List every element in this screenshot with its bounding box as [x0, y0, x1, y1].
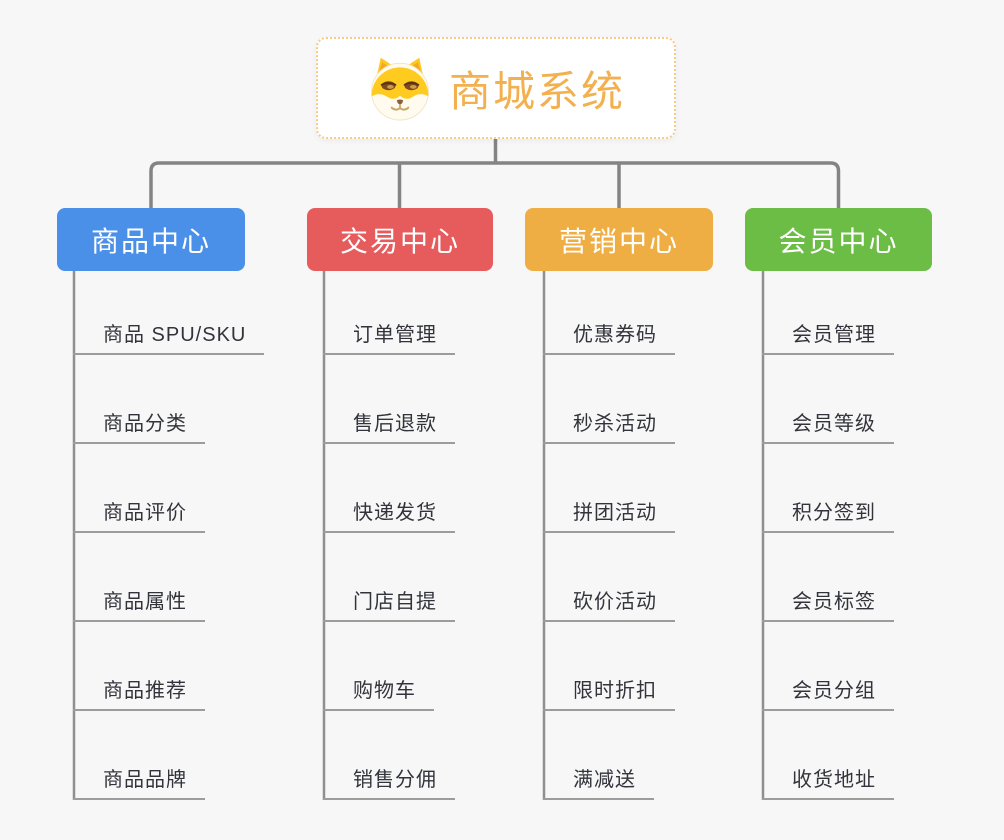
branch-node-product-center[interactable]: 商品中心 [57, 208, 245, 271]
leaf-label: 商品 SPU/SKU [73, 318, 265, 355]
branch-node-marketing-center[interactable]: 营销中心 [525, 208, 713, 271]
branch-node-trade-center[interactable]: 交易中心 [307, 208, 493, 271]
leaf-column-marketing-center: 优惠券码 秒杀活动 拼团活动 砍价活动 限时折扣 满减送 [543, 266, 675, 800]
shiba-dog-icon [371, 57, 429, 121]
leaf-column-trade-center: 订单管理 售后退款 快递发货 门店自提 购物车 销售分佣 [323, 266, 455, 800]
leaf-label: 会员分组 [762, 674, 894, 711]
root-node-mall-system[interactable]: 商城系统 [316, 37, 676, 139]
leaf-label: 满减送 [543, 763, 654, 800]
leaf-node[interactable]: 商品分类 [73, 355, 264, 444]
leaf-node[interactable]: 满减送 [543, 711, 675, 800]
leaf-column-member-center: 会员管理 会员等级 积分签到 会员标签 会员分组 收货地址 [762, 266, 894, 800]
leaf-label: 秒杀活动 [543, 407, 675, 444]
leaf-node[interactable]: 商品品牌 [73, 711, 264, 800]
leaf-node[interactable]: 砍价活动 [543, 533, 675, 622]
leaf-label: 收货地址 [762, 763, 894, 800]
leaf-label: 商品评价 [73, 496, 205, 533]
branch-label: 交易中心 [339, 225, 460, 257]
leaf-node[interactable]: 收货地址 [762, 711, 894, 800]
leaf-column-product-center: 商品 SPU/SKU 商品分类 商品评价 商品属性 商品推荐 商品品牌 [73, 266, 265, 800]
leaf-node[interactable]: 会员管理 [762, 266, 894, 355]
leaf-node[interactable]: 秒杀活动 [543, 355, 675, 444]
leaf-node[interactable]: 订单管理 [323, 266, 455, 355]
leaf-node[interactable]: 优惠券码 [543, 266, 675, 355]
branch-label: 会员中心 [778, 225, 899, 257]
leaf-label: 积分签到 [762, 496, 894, 533]
leaf-label: 快递发货 [323, 496, 455, 533]
leaf-node[interactable]: 积分签到 [762, 444, 894, 533]
leaf-node[interactable]: 商品推荐 [73, 622, 264, 711]
leaf-label: 会员管理 [762, 318, 894, 355]
leaf-node[interactable]: 购物车 [323, 622, 455, 711]
leaf-label: 限时折扣 [543, 674, 675, 711]
leaf-label: 拼团活动 [543, 496, 675, 533]
leaf-label: 商品推荐 [73, 674, 205, 711]
leaf-node[interactable]: 商品 SPU/SKU [73, 266, 265, 355]
leaf-label: 会员标签 [762, 585, 894, 622]
leaf-node[interactable]: 拼团活动 [543, 444, 675, 533]
leaf-node[interactable]: 会员等级 [762, 355, 894, 444]
leaf-node[interactable]: 商品属性 [73, 533, 264, 622]
leaf-label: 商品品牌 [73, 763, 205, 800]
leaf-node[interactable]: 销售分佣 [323, 711, 455, 800]
leaf-node[interactable]: 售后退款 [323, 355, 455, 444]
leaf-node[interactable]: 商品评价 [73, 444, 264, 533]
leaf-node[interactable]: 限时折扣 [543, 622, 675, 711]
leaf-label: 售后退款 [323, 407, 455, 444]
leaf-label: 会员等级 [762, 407, 894, 444]
branch-node-member-center[interactable]: 会员中心 [745, 208, 932, 271]
leaf-label: 商品分类 [73, 407, 205, 444]
leaf-label: 订单管理 [323, 318, 455, 355]
leaf-label: 购物车 [323, 674, 434, 711]
branch-label: 营销中心 [558, 225, 679, 257]
leaf-label: 砍价活动 [543, 585, 675, 622]
leaf-node[interactable]: 会员标签 [762, 533, 894, 622]
leaf-label: 销售分佣 [323, 763, 455, 800]
leaf-label: 门店自提 [323, 585, 455, 622]
leaf-node[interactable]: 会员分组 [762, 622, 894, 711]
leaf-node[interactable]: 快递发货 [323, 444, 455, 533]
leaf-label: 商品属性 [73, 585, 205, 622]
root-node-title: 商城系统 [448, 67, 625, 115]
branch-label: 商品中心 [90, 225, 211, 257]
leaf-label: 优惠券码 [543, 318, 675, 355]
leaf-node[interactable]: 门店自提 [323, 533, 455, 622]
